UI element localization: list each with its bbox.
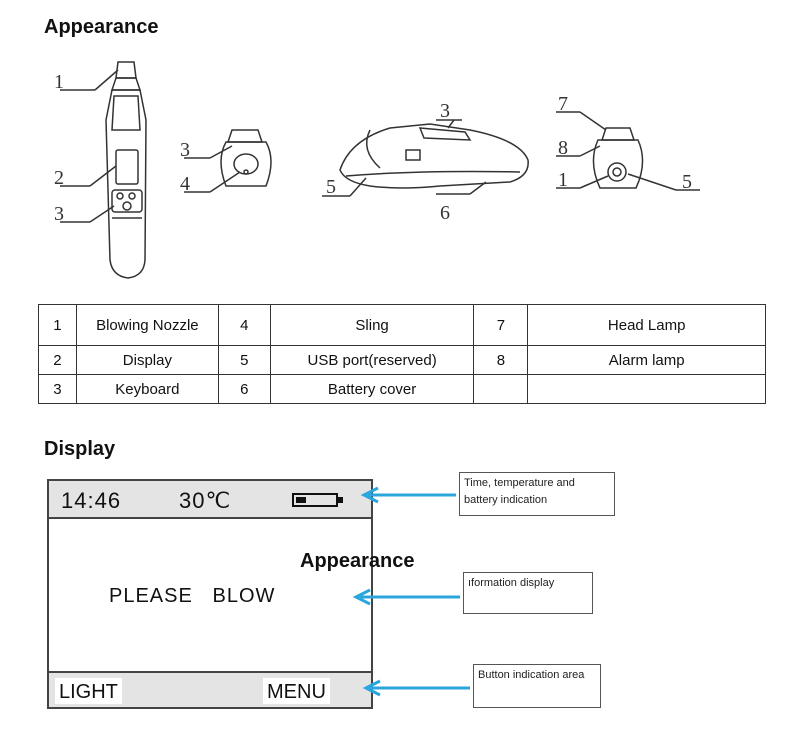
part-name: USB port(reserved) [269,345,475,375]
light-softkey: LIGHT [55,678,122,704]
callout-bottom-4: 4 [180,173,190,195]
side-view-drawing [322,119,529,197]
info-annotation: ıformation display [463,572,593,614]
callout-side-3: 3 [440,100,450,122]
part-number: 1 [38,304,77,346]
callout-side-6: 6 [440,202,450,224]
front-view-drawing [60,61,147,279]
menu-softkey: MENU [263,678,330,704]
part-name: Alarm lamp [527,345,766,375]
callout-top-8: 8 [558,137,568,159]
callout-front-3: 3 [54,203,64,225]
part-name: Head Lamp [527,304,766,346]
callout-front-2: 2 [54,167,64,189]
part-name: Sling [269,304,475,346]
overlay-appearance-label: Appearance [300,550,415,572]
button-annotation: Button indication area [473,664,601,708]
table-row: 2 Display 5 USB port(reserved) 8 Alarm l… [38,345,766,375]
part-name: Blowing Nozzle [75,304,219,346]
part-name: Display [75,345,219,375]
part-name [527,374,766,404]
callout-side-5: 5 [326,176,336,198]
status-annotation: Time, temperature and battery indication [459,472,615,516]
appearance-title: Appearance [44,16,159,38]
callout-top-1: 1 [558,169,568,191]
part-number: 3 [38,374,77,404]
part-number: 5 [217,345,271,375]
part-number: 6 [217,374,271,404]
button-bar: LIGHT MENU [49,671,371,707]
status-bar: 14:46 30℃ [49,481,371,519]
parts-table: 1 Blowing Nozzle 4 Sling 7 Head Lamp 2 D… [38,304,766,404]
part-name: Keyboard [75,374,219,404]
top-view-drawing [556,111,700,191]
lcd-screen: 14:46 30℃ PLEASE BLOW LIGHT MENU [47,479,373,709]
table-row: 1 Blowing Nozzle 4 Sling 7 Head Lamp [38,304,766,346]
callout-top-5: 5 [682,171,692,193]
callout-bottom-3: 3 [180,139,190,161]
table-row: 3 Keyboard 6 Battery cover [38,374,766,404]
screen-message: PLEASE BLOW [109,585,276,607]
callout-top-7: 7 [558,93,568,115]
callout-front-1: 1 [54,71,64,93]
part-name: Battery cover [269,374,475,404]
temperature-readout: 30℃ [179,488,232,513]
battery-icon [292,493,343,507]
part-number: 4 [217,304,271,346]
time-readout: 14:46 [61,488,122,513]
bottom-view-drawing [184,129,272,193]
device-drawings: 1 2 3 3 4 5 3 6 [54,61,700,279]
part-number [473,374,529,404]
display-title: Display [44,438,116,460]
part-number: 8 [473,345,529,375]
part-number: 7 [473,304,529,346]
part-number: 2 [38,345,77,375]
